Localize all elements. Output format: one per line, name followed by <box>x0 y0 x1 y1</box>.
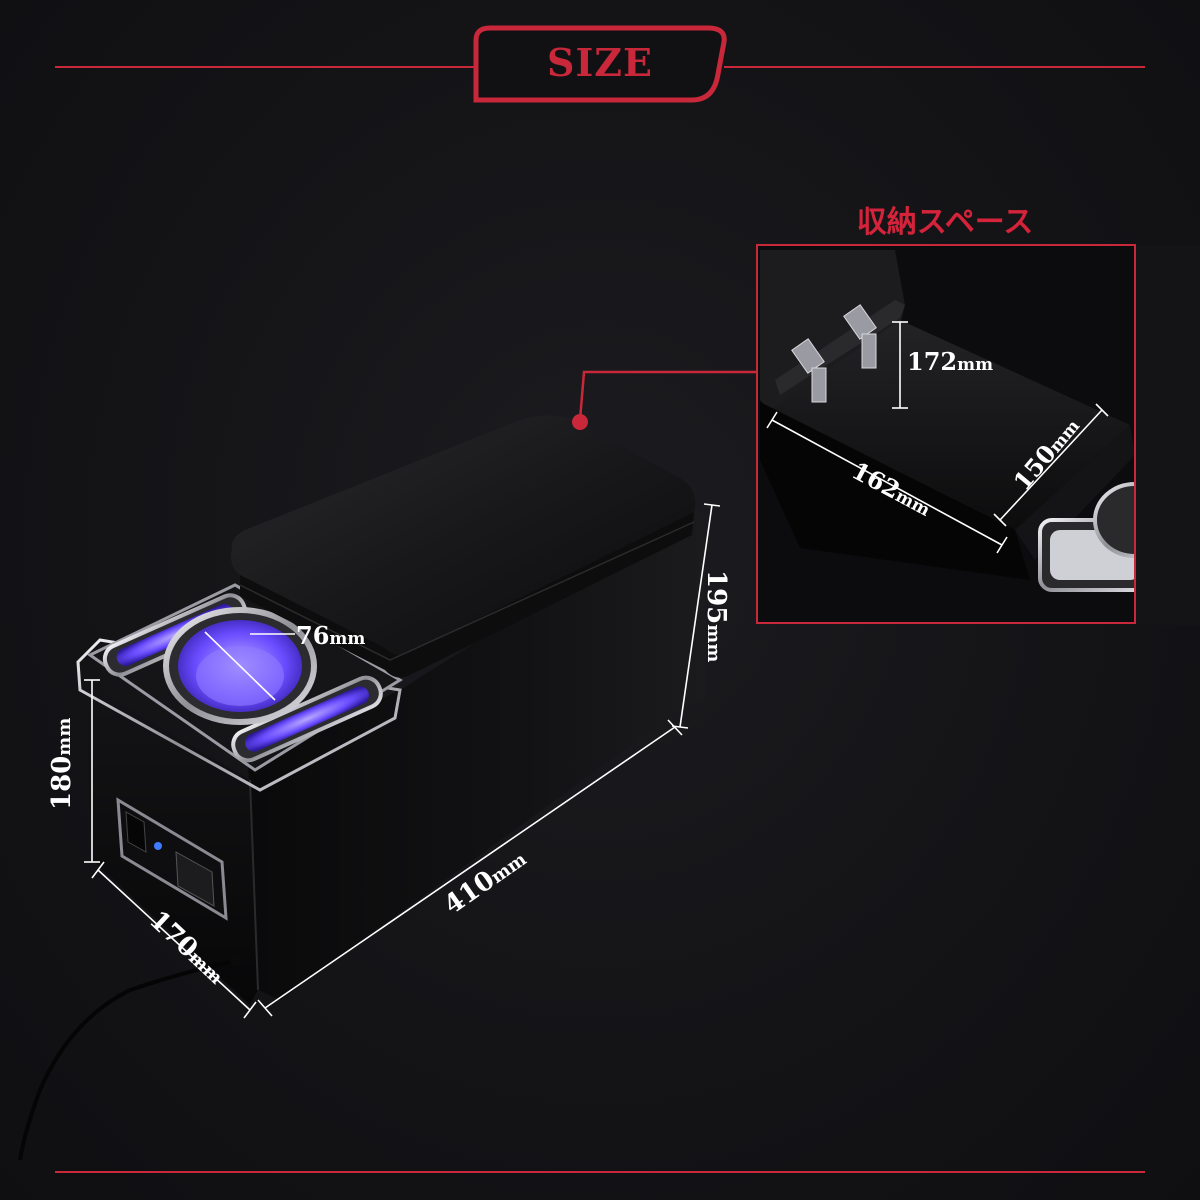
heading-title: SIZE <box>547 40 653 85</box>
console-product <box>18 415 705 1161</box>
callout-connector <box>572 370 757 430</box>
dimension-lines <box>84 503 721 1019</box>
console-side-face <box>248 505 705 1000</box>
console-trim <box>76 638 402 792</box>
console-lid-seam <box>239 521 695 661</box>
storage-label: 収納スペース <box>857 205 1033 240</box>
dim-height-front-label: 180mm <box>47 718 77 810</box>
console-lid-front <box>240 512 694 678</box>
cord-plug <box>230 954 242 966</box>
inset-hinges <box>791 304 877 403</box>
console-edge <box>249 779 259 991</box>
header: SIZE <box>55 25 1145 103</box>
header-tab <box>473 25 727 103</box>
power-cord <box>18 958 241 1161</box>
dim-cup-label: 76mm <box>296 621 365 650</box>
console-lid <box>231 415 696 656</box>
slot-holder-right <box>231 675 383 763</box>
storage-inset: 172mm 162mm 150mm <box>756 244 1200 625</box>
inset-front-wall <box>760 402 1030 580</box>
dim-storage-height-label: 172mm <box>907 347 993 376</box>
switch-panel <box>116 797 228 921</box>
dim-height-back-label: 195mm <box>701 570 731 662</box>
